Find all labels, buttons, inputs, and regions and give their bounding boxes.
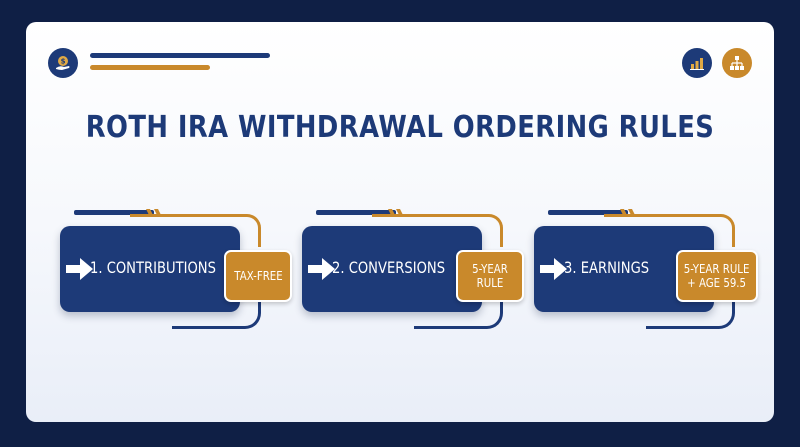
decorative-bar [548,210,628,215]
step-earnings: 3. EARNINGS 5-YEAR RULE + AGE 59.5 [534,209,758,330]
svg-text:$: $ [61,58,66,66]
bar-chart-icon [682,48,712,78]
decorative-arc [604,214,735,247]
step-contributions: 1. CONTRIBUTIONS TAX-FREE [60,209,292,330]
page-title: ROTH IRA WITHDRAWAL ORDERING RULES [85,110,715,145]
decorative-bar [74,210,154,215]
step-box: 2. CONVERSIONS [302,226,482,312]
badge-line: 5-YEAR RULE [684,262,750,276]
badge-line: RULE [476,276,504,290]
arrow-right-icon [66,258,93,280]
status-badge: 5-YEAR RULE [456,250,524,302]
hierarchy-icon [722,48,752,78]
step-label: 3. EARNINGS [564,258,650,277]
step-conversions: 2. CONVERSIONS 5-YEAR RULE [302,209,524,330]
infographic-card: $ ROTH IRA WITHDRAWAL ORDERING RULES [26,22,774,422]
header-bar-gold [90,65,210,70]
arrow-right-icon [540,258,567,280]
step-label: 1. CONTRIBUTIONS [90,258,216,277]
decorative-arc [172,282,261,329]
header-bar-navy [90,53,270,58]
step-label: 2. CONVERSIONS [332,258,446,277]
decorative-arc [130,214,261,247]
badge-line: 5-YEAR [472,262,508,276]
status-badge: 5-YEAR RULE + AGE 59.5 [676,250,758,302]
arrow-right-icon [308,258,335,280]
badge-line: TAX-FREE [233,269,283,283]
decorative-arc [414,282,503,329]
dollar-hand-icon: $ [48,48,78,78]
step-box: 1. CONTRIBUTIONS [60,226,240,312]
decorative-arc [646,282,735,329]
decorative-arc [372,214,503,247]
badge-line: + AGE 59.5 [687,276,747,290]
decorative-bar [316,210,396,215]
status-badge: TAX-FREE [224,250,292,302]
